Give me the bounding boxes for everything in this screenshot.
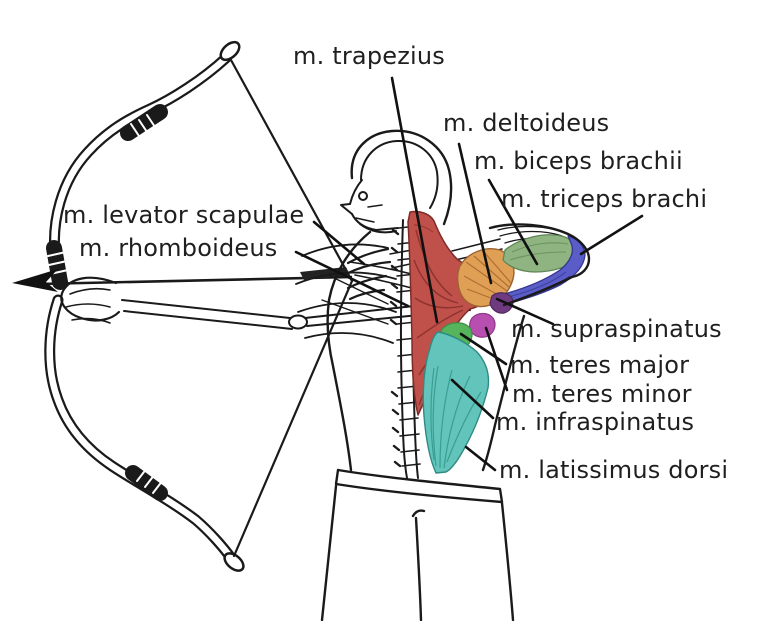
bow-hand [60,276,121,324]
bow-tip-upper [219,40,241,62]
leader-triceps [579,214,644,256]
label-rhomboideus: m. rhomboideus [79,234,278,262]
label-teres-minor: m. teres minor [512,380,692,408]
leader-teres-minor [484,326,509,392]
scalp-outline [350,129,453,226]
muscle-latissimus-fibers [430,365,482,469]
label-latissimus-dorsi: m. latissimus dorsi [499,456,729,484]
leader-latissimus [464,445,497,472]
label-trapezius: m. trapezius [293,42,446,70]
draw-hand [344,247,413,301]
pants [320,468,515,621]
muscle-supraspinatus [489,292,514,314]
leader-rhomboideus [294,250,410,308]
leader-supraspinatus [495,297,555,326]
bow-wrap-upper [120,104,168,141]
muscle-teres-minor [469,312,496,338]
leader-lines [294,76,644,472]
skull [340,139,439,234]
bow-wrap-lower [125,465,168,501]
muscle-biceps-fibers [509,242,569,261]
torso-outline [320,230,526,621]
leader-biceps [487,178,539,266]
leader-levator-scapulae [312,220,366,266]
arrowhead-icon [12,269,58,292]
leader-teres-major [459,332,508,366]
arrow [12,267,353,292]
bow-tip-lower [223,552,245,572]
label-biceps-brachii: m. biceps brachii [474,147,683,175]
label-deltoideus: m. deltoideus [443,109,610,137]
muscle-deltoideus-fibers [463,251,512,301]
label-supraspinatus: m. supraspinatus [511,315,722,343]
muscle-infraspinatus-latissimus [422,331,490,474]
muscles [407,210,591,474]
bow-grip-wrap [46,240,69,290]
label-levator-scapulae: m. levator scapulae [63,201,305,229]
label-infraspinatus: m. infraspinatus [496,408,695,436]
leader-infraspinatus [450,378,495,420]
arm-outline [488,223,591,307]
label-triceps-brachi: m. triceps brachi [501,185,708,213]
arrow-shaft [37,275,353,286]
leader-trapezius [390,76,439,324]
muscle-deltoideus [456,248,515,308]
label-teres-major: m. teres major [510,351,690,379]
bow [44,40,354,572]
arrow-fletching [300,267,350,280]
bow-string [229,58,354,558]
head [340,129,453,234]
leader-deltoideus [457,142,493,285]
